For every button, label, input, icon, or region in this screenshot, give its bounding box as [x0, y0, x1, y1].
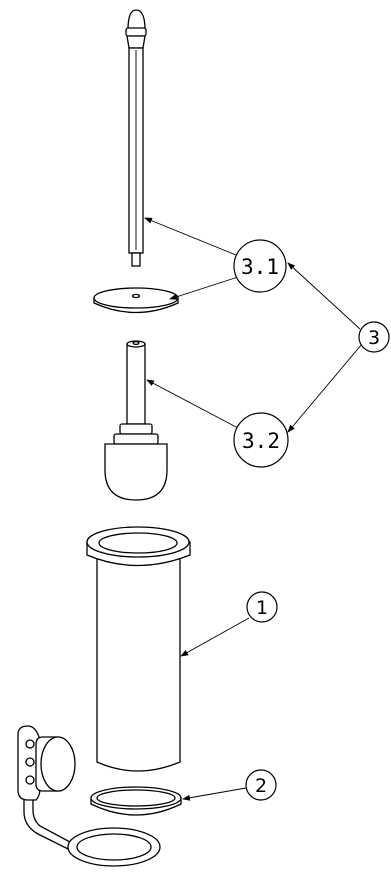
leader-2-to-ring — [182, 787, 247, 801]
callout-2-label: 2 — [255, 775, 267, 797]
callout-2: 2 — [245, 769, 277, 801]
leader-3-2-to-shaft — [146, 379, 239, 429]
callout-3-2-label: 3.2 — [242, 429, 280, 453]
leader-3-1-to-disc — [169, 276, 239, 300]
leader-1-to-tube — [180, 617, 250, 657]
leader-lines — [144, 217, 363, 801]
part-brush-handle-rod — [125, 9, 147, 267]
callout-1-label: 1 — [256, 597, 268, 619]
callout-3-label: 3 — [368, 327, 380, 349]
part-wall-bracket — [17, 725, 161, 867]
part-brush-head — [104, 340, 168, 501]
part-sealing-ring — [90, 786, 182, 816]
callout-3-1: 3.1 — [233, 239, 287, 293]
callout-3: 3 — [358, 321, 390, 353]
leader-3-to-3-2 — [287, 343, 363, 433]
callout-3-2: 3.2 — [233, 412, 289, 468]
callout-1: 1 — [246, 591, 278, 623]
part-disc-cover — [93, 287, 179, 314]
leader-3-1-to-rod — [144, 217, 237, 256]
part-container-tube — [86, 526, 191, 772]
leader-3-to-3-1 — [287, 262, 361, 330]
callout-3-1-label: 3.1 — [241, 255, 279, 279]
